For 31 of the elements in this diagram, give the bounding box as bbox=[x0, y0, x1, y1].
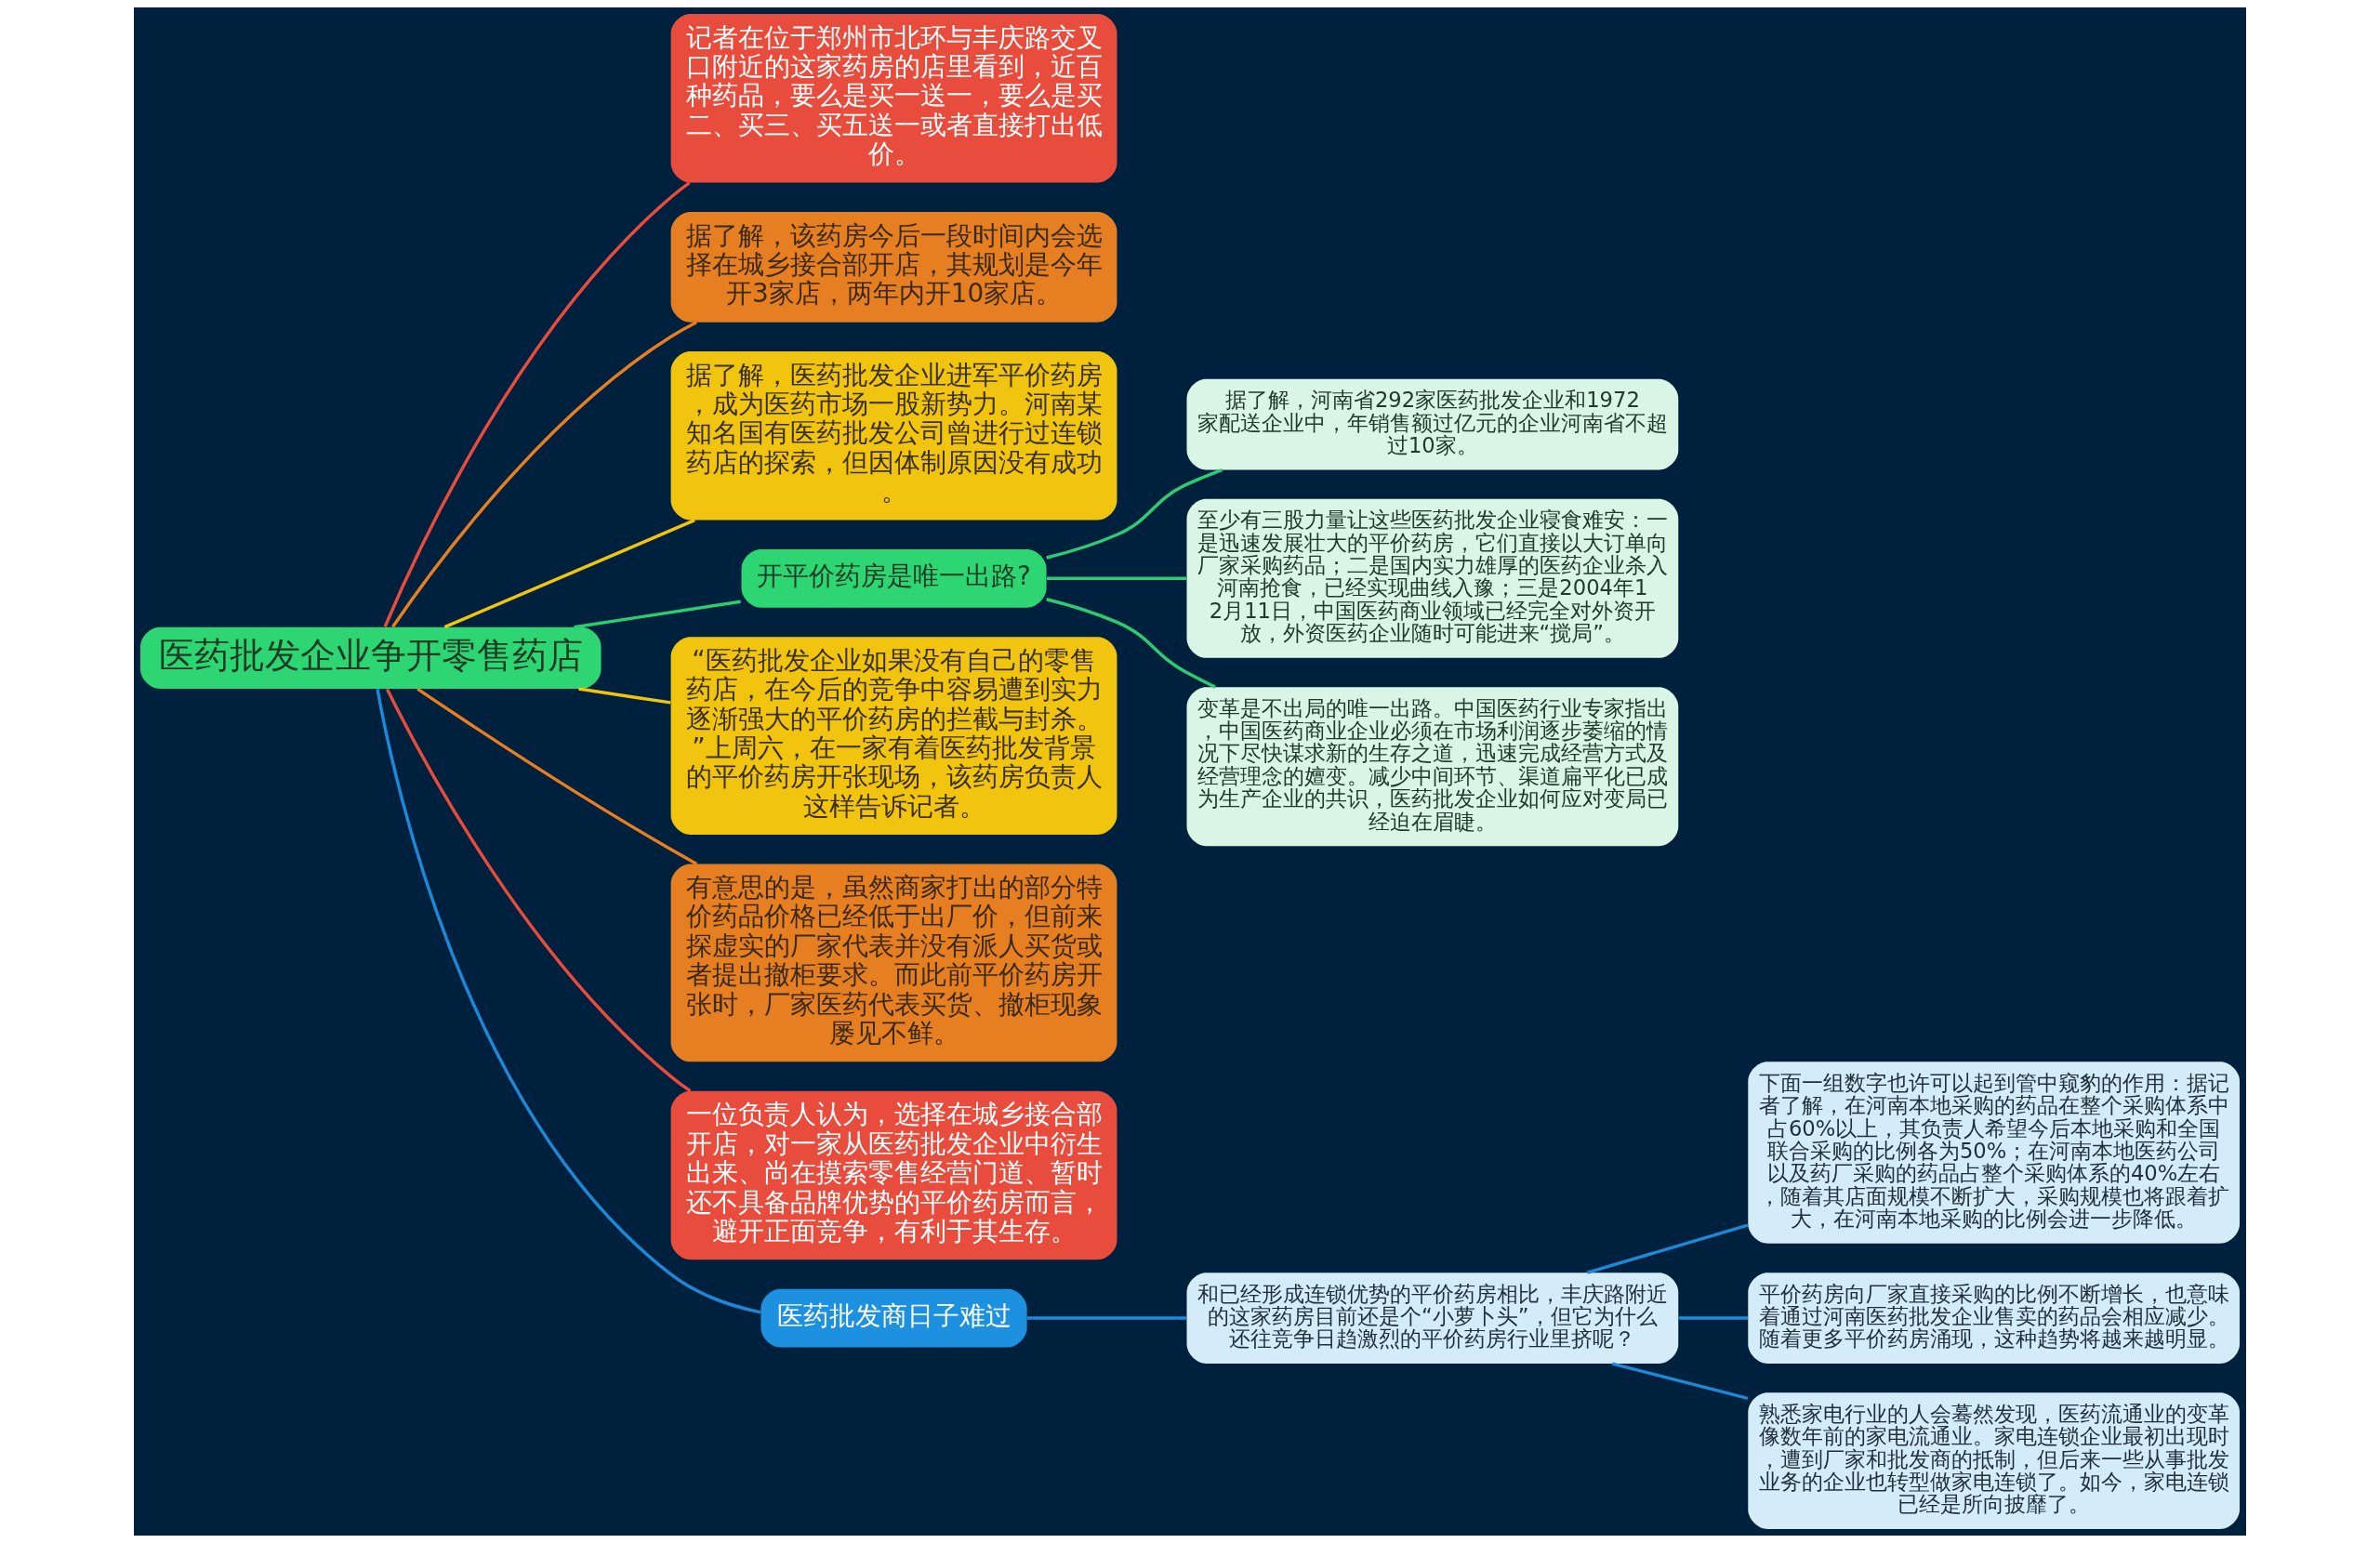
connector bbox=[1611, 1362, 1749, 1400]
node-box: 医药批发企业争开零售药店 bbox=[140, 626, 602, 689]
connector bbox=[385, 688, 692, 1093]
node-box: 开平价药房是唯一出路? bbox=[741, 548, 1047, 608]
connector bbox=[1678, 1316, 1749, 1320]
node-box: 一位负责人认为，选择在城乡接合部开店，对一家从医药批发企业中衍生出来、尚在摸索零售经营门道、暂时还不具备品牌优势的平价药房而言，避开正面竞争，有利于其生存。 bbox=[670, 1090, 1117, 1260]
connector bbox=[1026, 1316, 1187, 1320]
connector bbox=[1047, 576, 1187, 581]
node-box: 至少有三股力量让这些医药批发企业寝食难安：一是迅速发展壮大的平价药房，它们直接以大订单向厂家采购药品；二是国内实力雄厚的医药企业杀入河南抢食，已经实现曲线入豫；三是2004年12月11日，中国医药商业领域已经完全对外资开放，外资医药企业随时可能进来“搅局”。 bbox=[1186, 498, 1679, 658]
node-box: 平价药房向厂家直接采购的比例不断增长，也意味着通过河南医药批发企业售卖的药品会相应减少。随着更多平价药房涌现，这种趋势将越来越明显。 bbox=[1748, 1273, 2240, 1364]
node-box: “医药批发企业如果没有自己的零售药店，在今后的竞争中容易遭到实力逐渐强大的平价药房的拦截与封杀。”上周六，在一家有着医药批发背景的平价药房开张现场，该药房负责人这样告诉记者。 bbox=[670, 637, 1117, 836]
node-box: 记者在位于郑州市北环与丰庆路交叉口附近的这家药房的店里看到，近百种药品，要么是买一送一，要么是买二、买三、买五送一或者直接打出低价。 bbox=[670, 14, 1117, 183]
connector bbox=[574, 600, 741, 629]
node-box: 据了解，该药房今后一段时间内会选择在城乡接合部开店，其规划是今年开3家店，两年内开10家店。 bbox=[670, 211, 1117, 323]
connector bbox=[443, 519, 695, 629]
node-box: 据了解，河南省292家医药批发企业和1972家配送企业中，年销售额过亿元的企业河南省不超过10家。 bbox=[1186, 378, 1679, 470]
connector bbox=[1046, 598, 1216, 689]
connector bbox=[416, 687, 698, 865]
connector bbox=[376, 688, 761, 1314]
node-box: 下面一组数字也许可以起到管中窥豹的作用：据记者了解，在河南本地采购的药品在整个采购体系中占60%以上，其负责人希望今后本地采购和全国联合采购的比例各为50%；在河南本地医药公司以及药厂采购的药品占整个采购体系的40%左右，随着其店面规模不断扩大，采购规模也将跟着扩大，在河南本地采购的比例会进一步降低。 bbox=[1748, 1062, 2240, 1244]
connector bbox=[1046, 468, 1223, 560]
node-box: 和已经形成连锁优势的平价药房相比，丰庆路附近的这家药房目前还是个“小萝卜头”，但它为什么还往竞争日趋激烈的平价药房行业里挤呢？ bbox=[1186, 1273, 1679, 1364]
node-box: 有意思的是，虽然商家打出的部分特价药品价格已经低于出厂价，但前来探虚实的厂家代表并没有派人买货或者提出撤柜要求。而此前平价药房开张时，厂家医药代表买货、撤柜现象屡见不鲜。 bbox=[670, 864, 1117, 1062]
node-box: 熟悉家电行业的人会蓦然发现，医药流通业的变革像数年前的家电流通业。家电连锁企业最初出现时，遭到厂家和批发商的抵制，但后来一些从事批发业务的企业也转型做家电连锁了。如今，家电连锁已经是所向披靡了。 bbox=[1748, 1392, 2240, 1529]
node-box: 变革是不出局的唯一出路。中国医药行业专家指出，中国医药商业企业必须在市场利润逐步萎缩的情况下尽快谋求新的生存之道，迅速完成经营方式及经营理念的嬗变。减少中间环节、渠道扁平化已成为生产企业的共识，医药批发企业如何应对变局已经迫在眉睫。 bbox=[1186, 687, 1679, 847]
connector bbox=[391, 321, 697, 628]
node-box: 据了解，医药批发企业进军平价药房，成为医药市场一股新势力。河南某知名国有医药批发公司曾进行过连锁药店的探索，但因体制原因没有成功。 bbox=[670, 351, 1117, 521]
connector bbox=[383, 181, 691, 627]
node-box: 医药批发商日子难过 bbox=[760, 1288, 1027, 1348]
connector bbox=[1586, 1223, 1749, 1274]
connector bbox=[578, 687, 671, 705]
